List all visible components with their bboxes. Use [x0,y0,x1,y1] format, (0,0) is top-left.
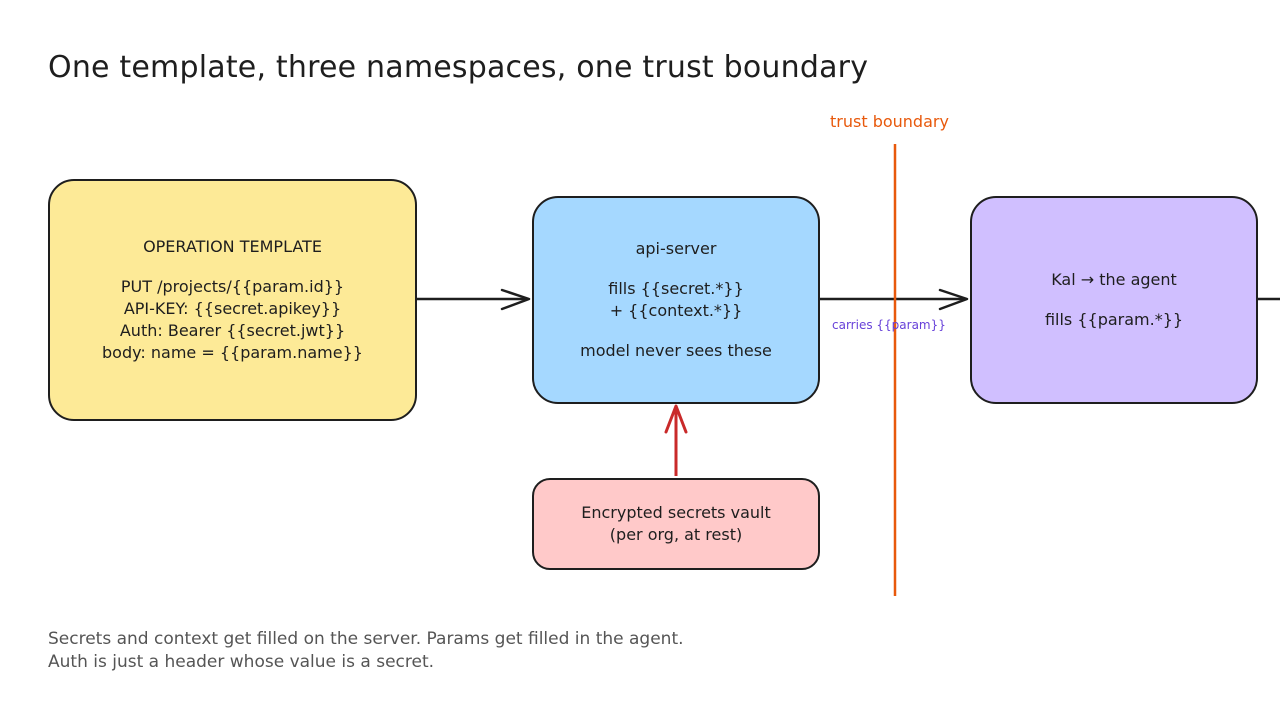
vault-subtitle: (per org, at rest) [609,525,743,544]
arrow-template-to-server-head [500,288,531,311]
template-line: Auth: Bearer {{secret.jwt}} [119,321,346,340]
server-fills-secret: fills {{secret.*}} [608,279,744,298]
agent-fills-param: fills {{param.*}} [1044,310,1184,329]
server-heading: api-server [635,239,717,258]
footer-line: Auth is just a header whose value is a s… [48,652,435,672]
template-line: PUT /projects/{{param.id}} [120,277,345,296]
agent-box: Kal → the agent fills {{param.*}} [970,196,1258,404]
server-note: model never sees these [580,341,772,360]
trust-boundary-label: trust boundary [830,112,949,131]
template-heading: OPERATION TEMPLATE [143,237,322,256]
server-fills-context: + {{context.*}} [609,301,743,320]
footer-caption: Secrets and context get filled on the se… [48,628,684,674]
footer-line: Secrets and context get filled on the se… [48,629,684,649]
secrets-vault-box: Encrypted secrets vault (per org, at res… [532,478,820,570]
arrow-server-to-agent-head [938,288,969,311]
carries-param-label: carries {{param}} [832,318,946,332]
template-line: API-KEY: {{secret.apikey}} [123,299,342,318]
agent-heading: Kal → the agent [1051,270,1177,289]
diagram-title: One template, three namespaces, one trus… [48,50,869,85]
api-server-box: api-server fills {{secret.*}} + {{contex… [532,196,820,404]
operation-template-box: OPERATION TEMPLATE PUT /projects/{{param… [48,179,417,421]
vault-title: Encrypted secrets vault [581,503,771,522]
template-line: body: name = {{param.name}} [102,343,363,362]
arrow-vault-to-server-head [664,404,688,434]
